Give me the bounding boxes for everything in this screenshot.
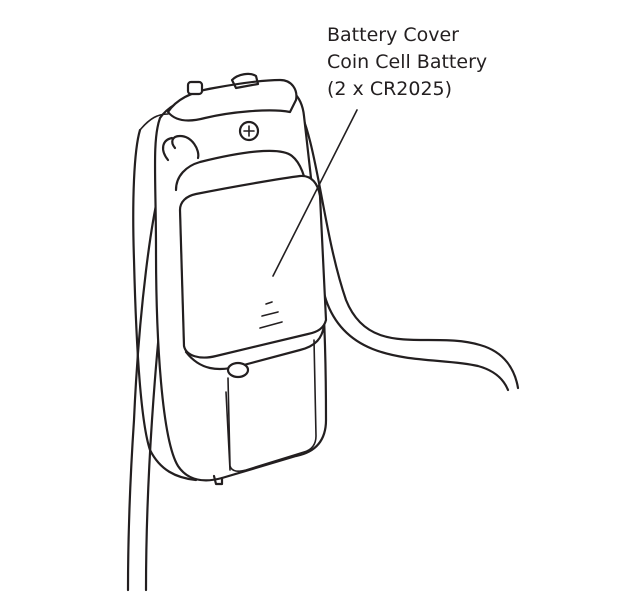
callout-line-battery-type: (2 x CR2025) xyxy=(327,78,453,100)
callout-line-coin-cell: Coin Cell Battery xyxy=(327,51,488,73)
battery-cover xyxy=(184,324,326,486)
battery-callout: Battery Cover Coin Cell Battery (2 x CR2… xyxy=(327,22,487,103)
grip-marks xyxy=(259,301,283,329)
callout-line-battery-cover: Battery Cover xyxy=(327,24,459,46)
callout-leader-line xyxy=(272,109,358,277)
front-panel xyxy=(174,149,328,359)
latch-button-icon xyxy=(226,361,250,379)
